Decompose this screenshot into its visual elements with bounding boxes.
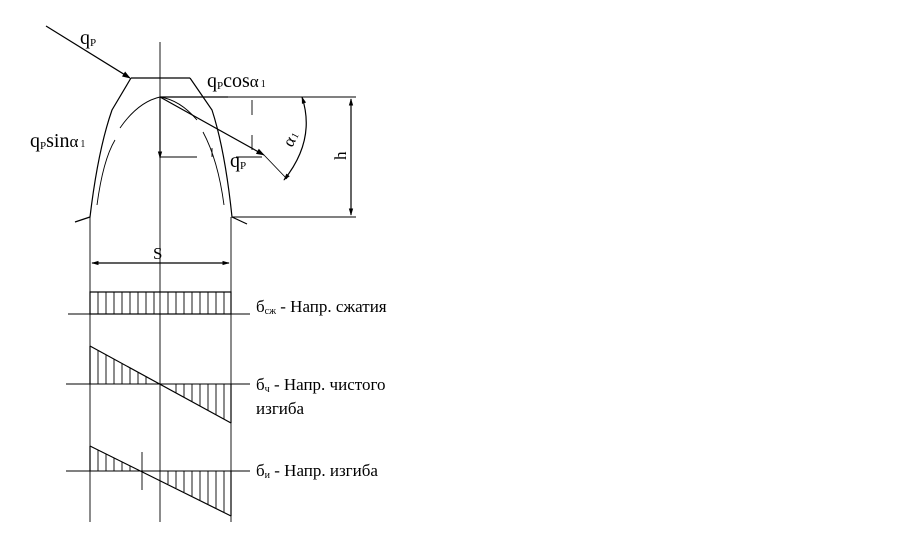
dimension-h bbox=[228, 96, 356, 218]
pure-bending-stress-diagram bbox=[66, 345, 250, 424]
stress-label-compression: бсж - Напр. сжатия bbox=[256, 297, 387, 317]
force-qp-resultant-label: qP bbox=[230, 150, 246, 172]
dimension-h-label: h bbox=[331, 151, 350, 160]
compression-stress-diagram bbox=[68, 291, 250, 315]
force-qp-arrow bbox=[45, 25, 131, 79]
tooth-profile bbox=[74, 77, 248, 225]
angle-alpha-arc bbox=[283, 96, 307, 181]
force-qp-label: qP bbox=[80, 27, 96, 49]
stress-label-bending: би - Напр. изгиба bbox=[256, 461, 378, 481]
bending-stress-diagram bbox=[66, 445, 250, 517]
angle-alpha-label: α1 bbox=[279, 128, 303, 150]
stress-label-pure-bending: бч - Напр. чистого bbox=[256, 375, 386, 395]
dimension-s-label: S bbox=[153, 244, 162, 263]
stress-label-pure-bending-line2: изгиба bbox=[256, 399, 305, 418]
force-decomposition bbox=[157, 96, 288, 180]
